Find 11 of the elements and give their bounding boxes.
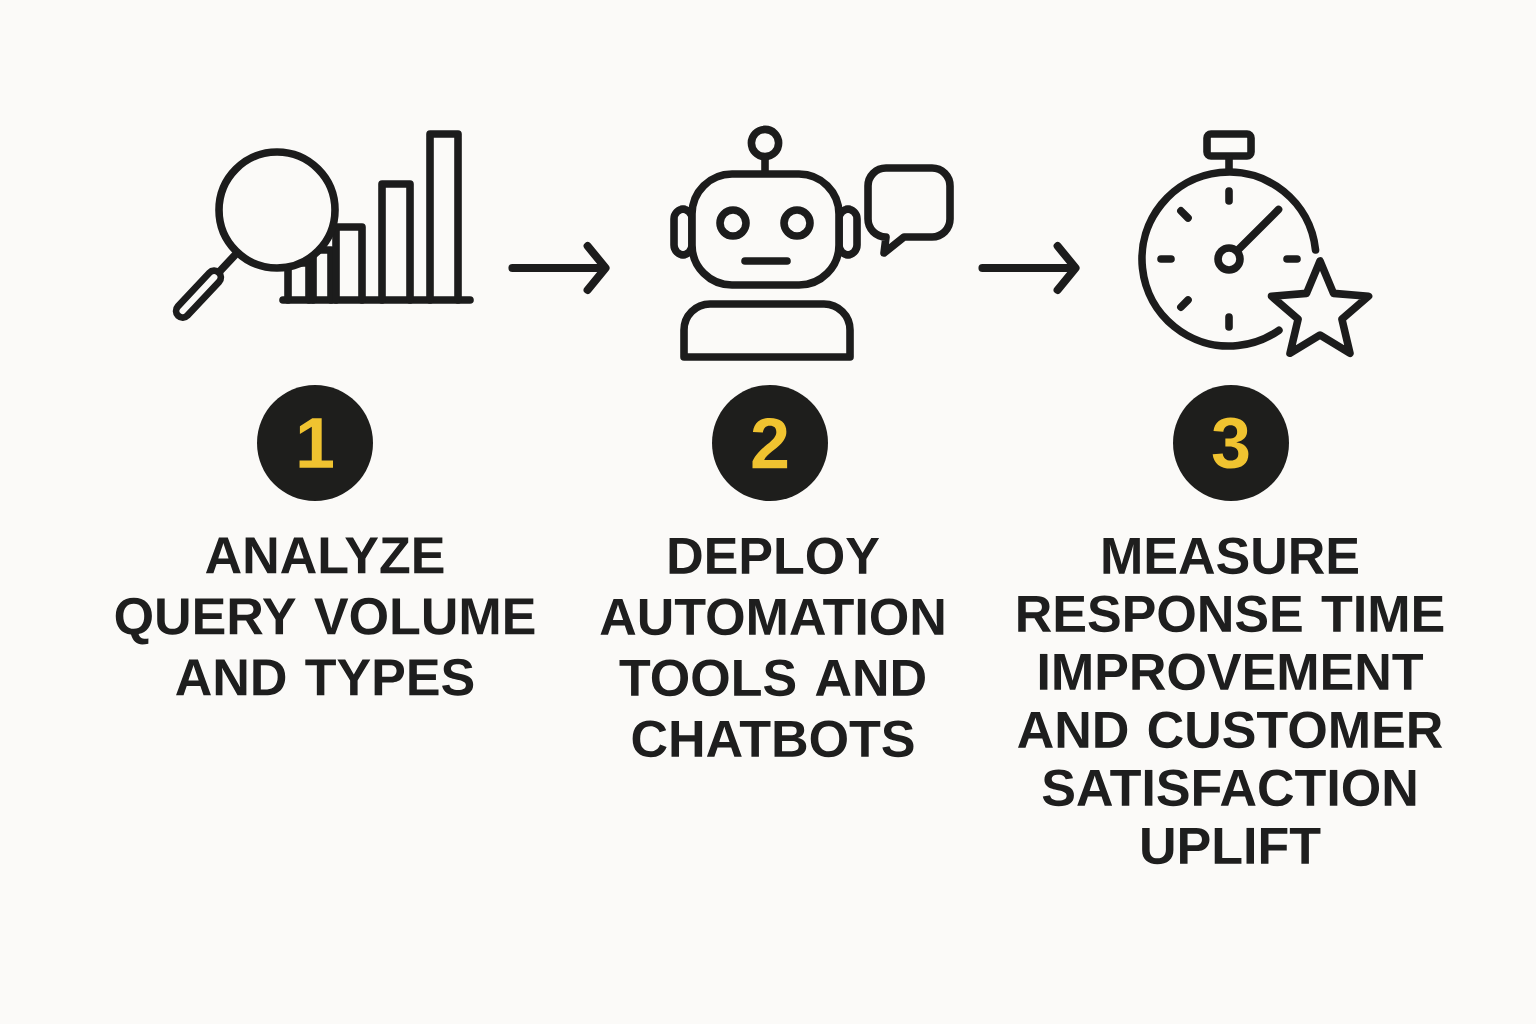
number-badge: 1 <box>257 385 373 501</box>
arrow <box>978 242 1080 294</box>
step-description: ANALYZE QUERY VOLUME AND TYPES <box>115 537 535 696</box>
robot-speech-bubble-icon <box>670 125 954 361</box>
step-description: MEASURE RESPONSE TIME IMPROVEMENT AND CUSTOMER SATISFACTION UPLIFT <box>1018 537 1444 865</box>
number-badge: 3 <box>1173 385 1289 501</box>
number-badge: 2 <box>712 385 828 501</box>
magnifier-chart-icon <box>172 130 474 321</box>
step-description: DEPLOY AUTOMATION TOOLS AND CHATBOTS <box>600 537 944 758</box>
stopwatch-star-icon <box>1138 130 1373 358</box>
arrow <box>508 242 610 294</box>
